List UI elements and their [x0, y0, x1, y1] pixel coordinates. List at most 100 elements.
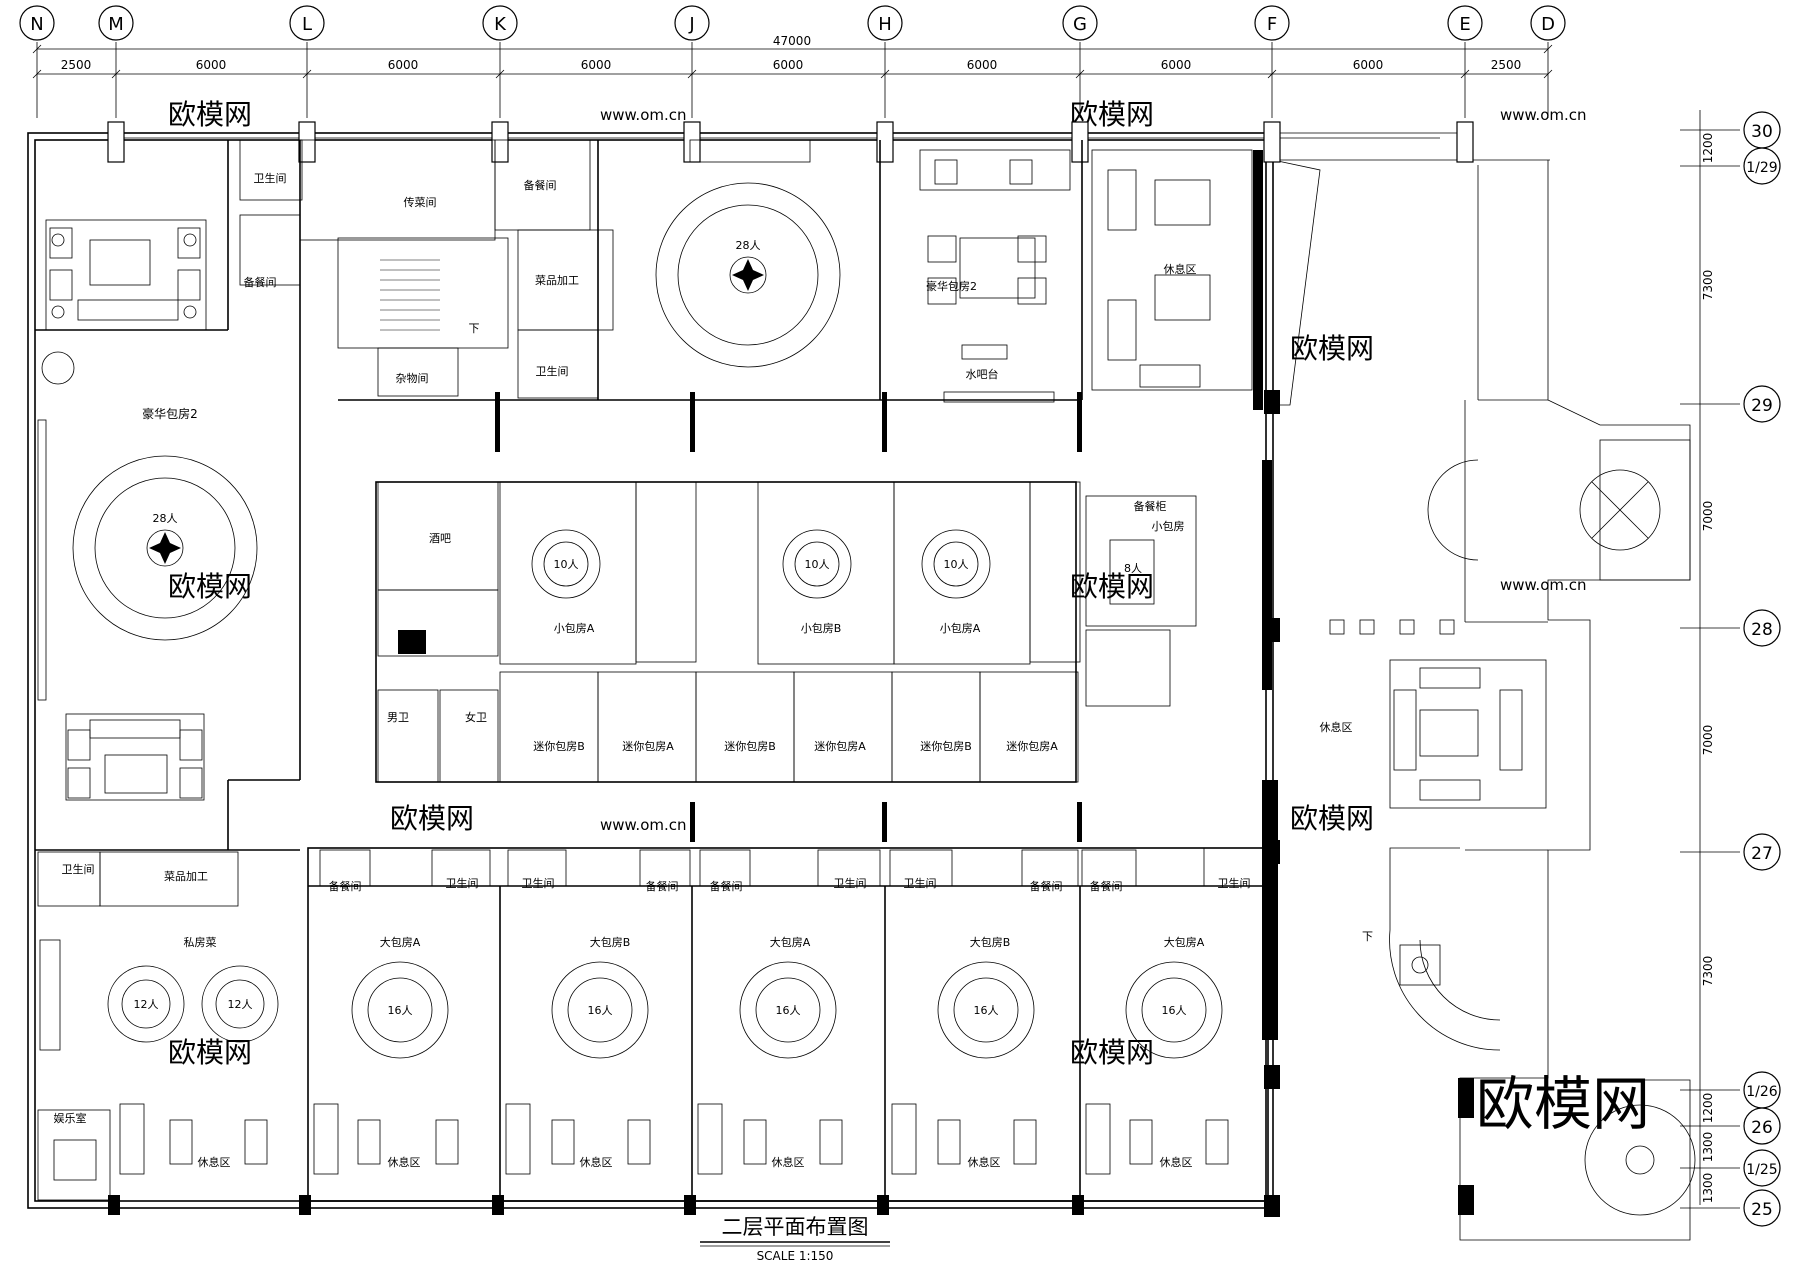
round-table-16: 16人 — [351, 961, 449, 1059]
room-label: 大包房A — [770, 935, 811, 949]
table-capacity: 28人 — [736, 239, 761, 252]
grid-bubble — [98, 5, 134, 41]
grid-label: M — [108, 14, 124, 35]
dim-label: 6000 — [967, 58, 998, 72]
round-table-16: 16人 — [551, 961, 649, 1059]
room-label: 休息区 — [1164, 262, 1197, 276]
top-service-block: 卫生间 备餐间 传菜间 下 杂物间 备餐间 菜品加工 卫生间 — [239, 139, 1082, 401]
grid-label: J — [688, 14, 694, 35]
room-label: 菜品加工 — [535, 274, 579, 287]
round-table-16: 16人 — [1125, 961, 1223, 1059]
watermark: 欧模网 — [1290, 802, 1374, 835]
room-label: 小包房A — [554, 622, 595, 635]
room-label: 迷你包房A — [1006, 740, 1058, 753]
room-label: 豪华包房2 — [926, 279, 977, 293]
round-table-16: 16人 — [937, 961, 1035, 1059]
room-label: 下 — [469, 322, 480, 335]
grid-bubble — [1254, 5, 1290, 41]
table-capacity: 8人 — [1124, 562, 1142, 575]
room-label: 卫生间 — [254, 171, 287, 185]
watermark: 欧模网 — [1290, 332, 1374, 365]
watermark-url: www.om.cn — [1500, 576, 1587, 594]
grid-label: 1/29 — [1746, 160, 1777, 176]
grid-label: 30 — [1751, 122, 1773, 142]
room-label: 卫生间 — [1218, 876, 1251, 890]
room-label: 迷你包房B — [533, 740, 585, 753]
room-label: 水吧台 — [966, 367, 999, 381]
room-label: 迷你包房B — [920, 740, 972, 753]
room-label: 休息区 — [772, 1155, 805, 1169]
grid-label: 1/25 — [1746, 1162, 1777, 1178]
room-label: 备餐间 — [1030, 879, 1063, 893]
dim-label: 1300 — [1701, 1173, 1715, 1204]
dim-total: 47000 — [773, 34, 811, 48]
dim-label: 2500 — [61, 58, 92, 72]
watermark: 欧模网 — [168, 98, 252, 131]
grid-label: L — [302, 14, 312, 35]
room-label: 休息区 — [1320, 720, 1353, 734]
watermark: 欧模网 — [1070, 570, 1154, 603]
watermark-url: www.om.cn — [600, 106, 687, 124]
room-label: 酒吧 — [429, 532, 451, 545]
dim-label: 6000 — [773, 58, 804, 72]
dim-label: 6000 — [388, 58, 419, 72]
grid-bubble — [19, 5, 55, 41]
room-label: 休息区 — [198, 1155, 231, 1169]
grid-bubble — [1447, 5, 1483, 41]
dim-label: 6000 — [1161, 58, 1192, 72]
room-label: 休息区 — [388, 1155, 421, 1169]
room-label: 私房菜 — [184, 936, 217, 949]
grid-label: 25 — [1751, 1200, 1773, 1220]
central-strip: 酒吧 男卫 女卫 备餐柜 小包房 8人 小包房A 小包房B 小包房A 10人 1… — [375, 481, 1197, 783]
room-label: 杂物间 — [396, 371, 429, 385]
room-label: 卫生间 — [834, 876, 867, 890]
watermark: 欧模网 — [1070, 1036, 1154, 1069]
dim-label: 7300 — [1701, 956, 1715, 987]
watermark: 欧模网 — [390, 802, 474, 835]
svg-text:10人: 10人 — [805, 558, 830, 571]
round-table-12: 12人 — [201, 965, 279, 1043]
room-label: 备餐间 — [1090, 879, 1123, 893]
room-label: 休息区 — [968, 1155, 1001, 1169]
grid-label: 26 — [1751, 1118, 1773, 1138]
grid-label: H — [878, 14, 892, 35]
grid-label: G — [1073, 14, 1087, 35]
right-grid-axes: 30 1/29 29 28 27 1/26 26 1/25 25 1200 73… — [1680, 110, 1781, 1227]
room-label: 女卫 — [465, 710, 487, 724]
room-label: 大包房A — [380, 935, 421, 949]
grid-label: 29 — [1751, 396, 1773, 416]
room-label: 备餐间 — [329, 879, 362, 893]
dim-label: 6000 — [196, 58, 227, 72]
drawing-scale: SCALE 1:150 — [757, 1249, 834, 1263]
building-outline — [27, 132, 1691, 1241]
room-label: 卫生间 — [904, 876, 937, 890]
room-label: 休息区 — [1160, 1155, 1193, 1169]
grid-bubble — [674, 5, 710, 41]
grid-bubble — [1062, 5, 1098, 41]
grid-bubble — [867, 5, 903, 41]
grid-label: 1/26 — [1746, 1084, 1778, 1100]
round-table-10: 10人 — [782, 529, 852, 599]
room-label: 下 — [1362, 930, 1373, 943]
watermark: 欧模网 — [168, 570, 252, 603]
svg-text:12人: 12人 — [228, 998, 253, 1011]
dim-label: 1300 — [1701, 1132, 1715, 1163]
grid-bubble — [482, 5, 518, 41]
room-label: 备餐间 — [710, 879, 743, 893]
svg-text:10人: 10人 — [944, 558, 969, 571]
grid-label: D — [1541, 14, 1555, 35]
grid-label: 28 — [1751, 620, 1773, 640]
brand-logo: 欧模网 — [1476, 1070, 1650, 1138]
dim-label: 2500 — [1491, 58, 1522, 72]
watermarks: 欧模网 欧模网 欧模网 欧模网 欧模网 欧模网 欧模网 欧模网 欧模网 www.… — [168, 98, 1587, 1069]
grid-label: K — [494, 14, 507, 35]
room-label: 传菜间 — [404, 196, 437, 209]
grid-label: E — [1459, 14, 1470, 35]
room-label: 菜品加工 — [164, 870, 208, 883]
room-label: 小包房A — [940, 622, 981, 635]
dim-label: 7300 — [1701, 270, 1715, 301]
dim-label: 6000 — [1353, 58, 1384, 72]
svg-text:10人: 10人 — [554, 558, 579, 571]
room-label: 备餐间 — [646, 879, 679, 893]
